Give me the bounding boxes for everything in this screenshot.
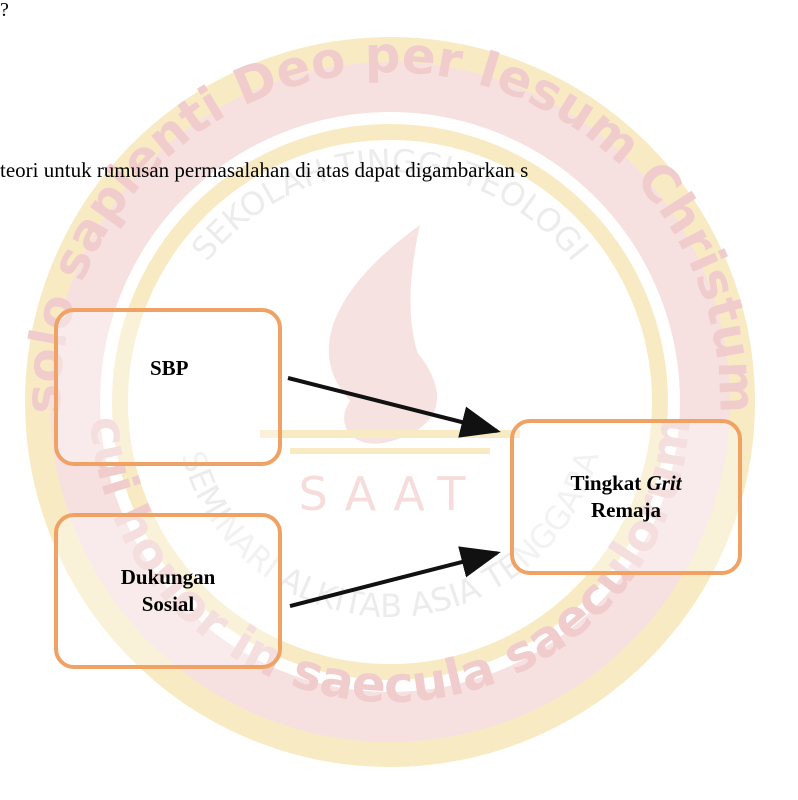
node-dukungan-sosial: Dukungan Sosial — [54, 513, 282, 669]
seal-outer-ring — [25, 37, 755, 767]
node-tingkat-grit-remaja: Tingkat Grit Remaja — [510, 419, 742, 575]
node-dukungan-line2: Sosial — [141, 592, 195, 616]
node-sbp: SBP — [54, 308, 282, 466]
seal-inner-ring — [112, 124, 668, 680]
node-dukungan-line1: Dukungan — [120, 564, 216, 589]
intro-paragraph: teori untuk rumusan permasalahan di atas… — [0, 158, 529, 182]
seal-red-band — [50, 62, 730, 742]
node-grit-prefix: Tingkat — [570, 470, 647, 495]
node-sbp-label: SBP — [150, 356, 189, 380]
page-top-mark: ? — [0, 0, 9, 21]
seal-center-text: SAAT — [299, 467, 482, 521]
node-grit-italic: Grit — [646, 470, 682, 495]
node-grit-line2: Remaja — [591, 498, 661, 522]
seal-book-icon — [260, 430, 520, 438]
